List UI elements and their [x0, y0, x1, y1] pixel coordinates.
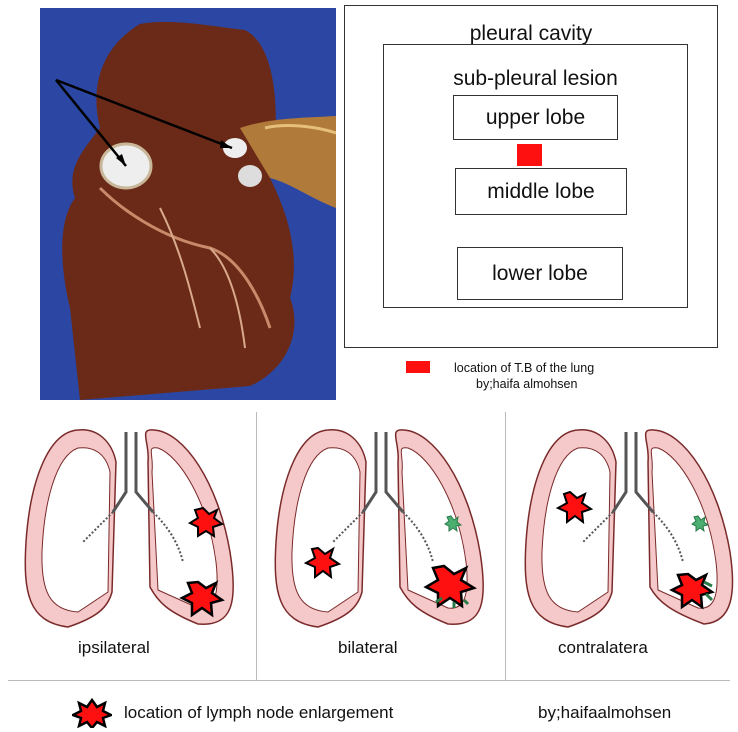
pleural-cavity-box: pleural cavity sub-pleural lesion upper …	[344, 5, 718, 348]
lymph-node-legend-author: by;haifaalmohsen	[538, 703, 671, 723]
lymph-node-legend: location of lymph node enlargement by;ha…	[72, 698, 732, 728]
tb-legend-author: by;haifa almohsen	[476, 376, 577, 392]
upper-lobe-box: upper lobe	[453, 95, 618, 140]
lungs-illustration-bilateral	[258, 412, 504, 638]
tb-location-marker	[517, 144, 542, 166]
panel-caption: ipsilateral	[78, 638, 150, 658]
panel-divider	[256, 412, 257, 680]
panel-ipsilateral: ipsilateral	[8, 412, 254, 682]
pleural-cavity-label: pleural cavity	[345, 22, 717, 46]
lower-lobe-box: lower lobe	[457, 247, 623, 300]
sub-pleural-lesion-box: sub-pleural lesion upper lobe middle lob…	[383, 44, 688, 308]
sub-pleural-lesion-label: sub-pleural lesion	[384, 67, 687, 91]
panel-caption: bilateral	[338, 638, 398, 658]
tb-legend-swatch	[406, 361, 430, 373]
lymph-node-enlargement-icon	[72, 698, 112, 728]
panels-baseline	[8, 680, 730, 681]
panel-caption: contralatera	[558, 638, 648, 658]
tb-legend-text: location of T.B of the lung	[454, 360, 594, 376]
panel-contralateral: contralatera	[508, 412, 738, 682]
lung-specimen-photo	[40, 8, 336, 400]
lymph-node-legend-text: location of lymph node enlargement	[124, 703, 393, 723]
lungs-illustration-contralateral	[508, 412, 738, 638]
lungs-illustration-ipsilateral	[8, 412, 254, 638]
panel-bilateral: bilateral	[258, 412, 504, 682]
middle-lobe-box: middle lobe	[455, 168, 627, 215]
panel-divider	[505, 412, 506, 680]
